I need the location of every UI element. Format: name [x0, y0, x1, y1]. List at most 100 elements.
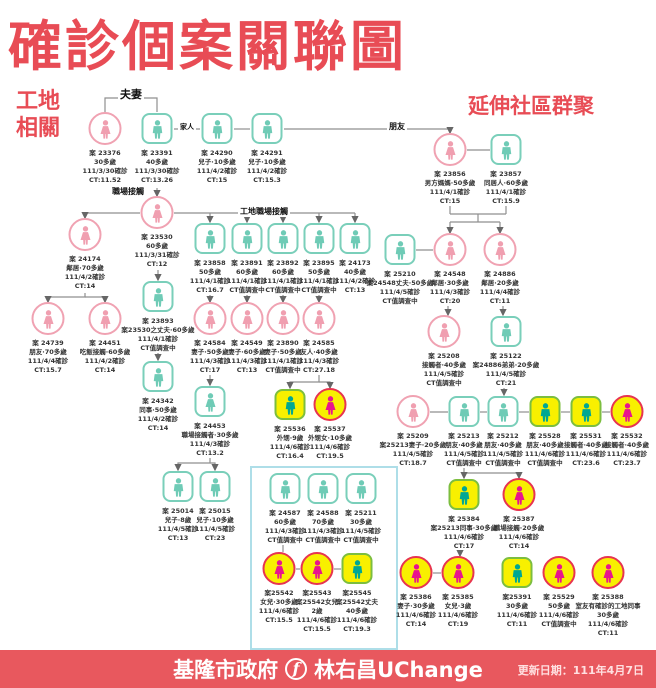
male-person-icon — [501, 557, 533, 588]
relationship-label: 朋友 — [387, 121, 407, 132]
female-person-icon — [542, 556, 576, 589]
page-title: 確診個案關聯圖 — [8, 15, 407, 78]
female-person-icon — [313, 388, 347, 421]
relationship-label: 工地職場接觸 — [238, 206, 290, 217]
male-person-icon — [448, 479, 480, 510]
female-person-icon — [610, 395, 644, 428]
male-person-icon — [141, 113, 173, 144]
male-person-icon — [490, 316, 522, 347]
male-person-icon — [274, 389, 306, 420]
male-person-icon — [570, 396, 602, 427]
male-person-icon — [341, 553, 373, 584]
male-person-icon — [487, 396, 519, 427]
relationship-label: 職場接觸 — [110, 186, 146, 197]
male-person-icon — [303, 223, 335, 254]
female-person-icon — [483, 233, 517, 266]
female-person-icon — [68, 218, 102, 251]
female-person-icon — [502, 478, 536, 511]
female-person-icon — [441, 556, 475, 589]
male-person-icon — [142, 281, 174, 312]
male-person-icon — [231, 223, 263, 254]
female-person-icon — [302, 302, 336, 335]
female-person-icon — [262, 552, 296, 585]
male-person-icon — [307, 473, 339, 504]
male-person-icon — [384, 234, 416, 265]
female-person-icon — [300, 552, 334, 585]
female-person-icon — [591, 556, 625, 589]
male-person-icon — [162, 471, 194, 502]
site-cluster-line2: 相關 — [16, 116, 61, 141]
female-person-icon — [433, 233, 467, 266]
female-person-icon — [433, 133, 467, 166]
relationship-connector — [284, 127, 454, 135]
male-person-icon — [199, 471, 231, 502]
relationship-connector — [286, 375, 320, 390]
relationship-connector — [174, 458, 211, 472]
relationship-label: 夫妻 — [118, 86, 144, 102]
male-person-icon — [339, 223, 371, 254]
female-person-icon — [230, 302, 264, 335]
male-person-icon — [269, 473, 301, 504]
female-person-icon — [193, 302, 227, 335]
relationship-label: 家人 — [178, 122, 196, 132]
male-person-icon — [251, 113, 283, 144]
relationship-connector — [210, 462, 219, 472]
footer-bar: 基隆市政府 f 林右昌UChange 更新日期：111年4月7日 — [0, 650, 656, 688]
relationship-connector — [85, 296, 109, 304]
relationship-connector — [463, 468, 523, 480]
footer-org: 基隆市政府 — [173, 658, 279, 682]
female-person-icon — [194, 386, 226, 417]
update-date: 更新日期：111年4月7日 — [517, 664, 644, 677]
female-person-icon — [88, 112, 122, 145]
relationship-connector — [81, 212, 140, 220]
female-person-icon — [399, 556, 433, 589]
female-person-icon — [266, 302, 300, 335]
site-cluster-label: 工地 相關 — [16, 88, 60, 142]
female-person-icon — [88, 302, 122, 335]
relationship-connector — [44, 293, 86, 304]
male-person-icon — [529, 396, 561, 427]
male-person-icon — [267, 223, 299, 254]
female-person-icon — [396, 395, 430, 428]
male-person-icon — [201, 113, 233, 144]
female-person-icon — [140, 196, 174, 229]
site-cluster-line1: 工地 — [16, 89, 61, 114]
male-person-icon — [142, 361, 174, 392]
